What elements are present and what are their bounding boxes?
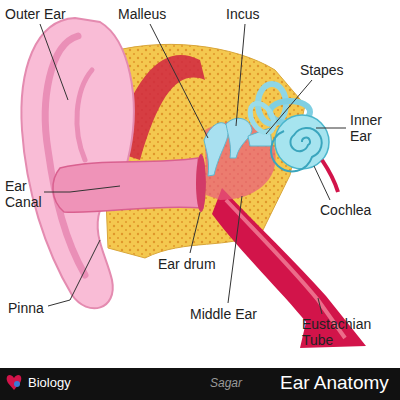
canal-loop (245, 99, 278, 137)
part-label: Pinna (8, 300, 44, 316)
part-label: Ear Canal (5, 178, 47, 210)
logo-dot (14, 381, 20, 387)
malleus-shape (204, 123, 228, 176)
part-label: Inner Ear (350, 112, 395, 144)
logo-heart (7, 375, 22, 390)
part-label: Stapes (300, 62, 344, 78)
part-label: Incus (226, 6, 259, 22)
helix-fold (45, 36, 85, 275)
part-label: Middle Ear (190, 306, 257, 322)
ear-canal-shape (53, 158, 203, 212)
part-label: Cochlea (320, 202, 371, 218)
part-label: Ear drum (158, 256, 216, 272)
diagram-title: Ear Anatomy (280, 372, 389, 394)
footer-bar (0, 368, 400, 400)
antihelix-fold (77, 70, 92, 160)
leader-lines (40, 24, 346, 314)
part-label: Outer Ear (5, 6, 66, 22)
watermark: Sagar (210, 377, 242, 391)
brand-label: Biology (28, 376, 71, 391)
part-label: Malleus (118, 6, 166, 22)
eardrum-shape (196, 154, 206, 212)
cochlea-spiral (271, 128, 322, 171)
part-label: Eustachian Tube (302, 316, 394, 348)
